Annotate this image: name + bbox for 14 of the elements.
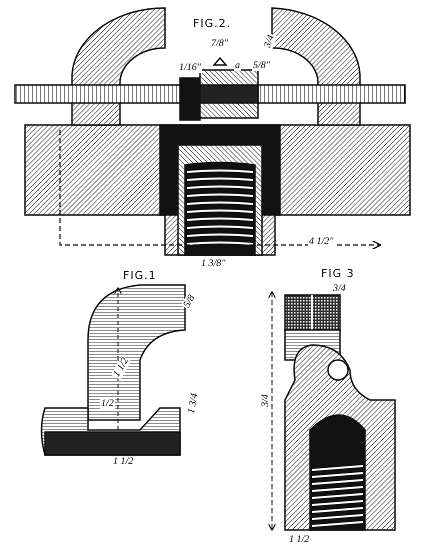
dimension-label: 1 3/8″ xyxy=(200,258,226,269)
dimension-label: 3/4 xyxy=(332,283,347,294)
dimension-label: 3/4 xyxy=(260,393,271,408)
dimension-label: 5/8″ xyxy=(252,60,271,71)
dimension-label: 1 1/2 xyxy=(112,456,134,467)
figure-label: FIG.1 xyxy=(122,270,158,281)
dimension-label: 1/2 xyxy=(100,398,115,409)
dimension-label: a xyxy=(234,60,241,71)
dimension-label: 1 1/2 xyxy=(288,534,310,545)
dimension-label: 7/8″ xyxy=(210,38,229,49)
dimension-label: 1/16″ xyxy=(178,62,202,73)
figure-label: FIG 3 xyxy=(320,268,356,279)
dimension-label: 4 1/2″ xyxy=(308,236,334,247)
dimension-label: 1 3/4 xyxy=(186,392,200,416)
